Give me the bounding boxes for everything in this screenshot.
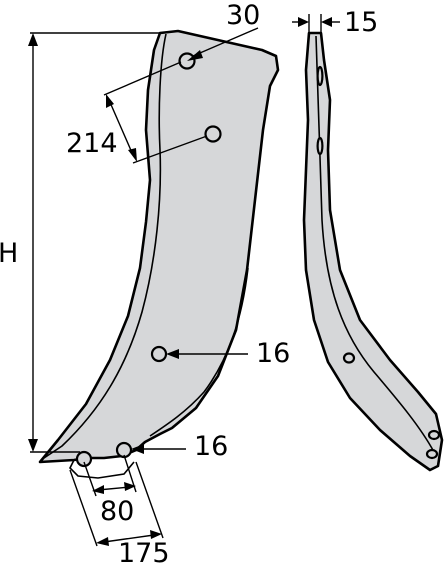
dim-175-label: 175	[118, 538, 170, 568]
height-dimension: H	[0, 32, 160, 453]
dim-175-arrow-right	[150, 530, 162, 539]
blade-front-view	[38, 29, 280, 479]
blade-side-view	[302, 31, 444, 472]
blade-front-bevel-line	[43, 33, 167, 459]
thickness-arrow-right	[321, 17, 332, 27]
bottom-right-hole	[115, 441, 133, 459]
top-hole-arrow	[187, 50, 203, 61]
bottom-left-hole	[75, 450, 93, 468]
side-hole-upper	[316, 136, 324, 156]
dim-175-extension-left	[69, 469, 98, 547]
dim-80-arrow-left	[92, 485, 104, 494]
dim-175-extension-right	[135, 461, 164, 539]
side-hole-center	[342, 352, 356, 364]
lower-hole-dimension: 16	[131, 431, 228, 462]
lower-hole-arrow	[131, 444, 144, 454]
middle-hole	[150, 345, 168, 363]
thickness-dimension: 15	[292, 7, 378, 38]
blade-side-bevel-line	[315, 35, 435, 453]
spacing-arrow-top	[106, 94, 114, 108]
height-label: H	[0, 238, 18, 269]
spacing-arrow-bottom	[128, 148, 137, 162]
dim-80-arrow-right	[124, 482, 136, 491]
blade-front-tip-step	[69, 459, 135, 479]
hole-spacing-label: 214	[66, 128, 118, 159]
bottom-dimensions: 80 175	[69, 454, 170, 568]
lower-hole-label: 16	[194, 431, 228, 462]
middle-hole-dimension: 16	[166, 338, 290, 369]
thickness-arrow-left	[298, 17, 309, 27]
side-hole-top	[316, 65, 324, 87]
top-hole-label: 30	[226, 0, 260, 31]
top-hole-dimension: 30	[187, 0, 260, 61]
top-hole-leader	[192, 27, 259, 57]
height-arrow-top	[28, 33, 38, 46]
spacing-dimension-line	[108, 99, 134, 156]
spacing-extension-bottom	[132, 135, 208, 164]
side-hole-tip-2	[425, 448, 439, 460]
dim-80-label: 80	[100, 496, 134, 527]
height-arrow-bottom	[28, 439, 38, 452]
dim-175-line	[103, 534, 155, 543]
side-hole-tip-1	[427, 429, 441, 441]
blade-front-inner-edge	[149, 267, 249, 437]
middle-hole-label: 16	[256, 338, 290, 369]
thickness-label: 15	[344, 7, 378, 38]
middle-hole-arrow	[166, 349, 179, 359]
spacing-extension-top	[103, 61, 182, 96]
dim-175-arrow-left	[96, 537, 109, 546]
blade-side-outline	[302, 31, 444, 472]
hole-spacing-dimension: 214	[66, 61, 208, 164]
upper-hole	[204, 125, 222, 143]
